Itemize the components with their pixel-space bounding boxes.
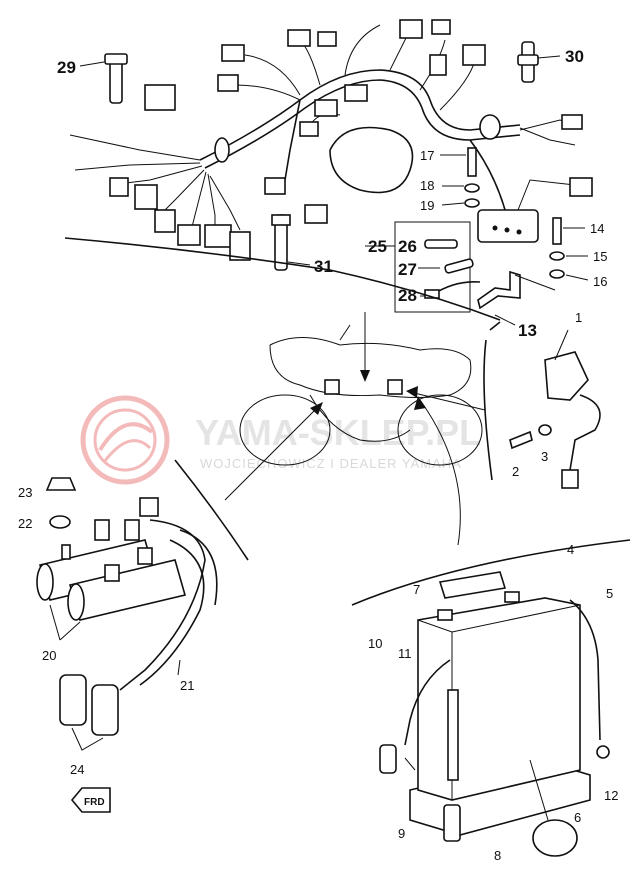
fuse-set	[365, 221, 556, 326]
watermark-logo	[80, 395, 170, 485]
divider-lines	[64, 237, 631, 606]
callout-6: 6	[574, 810, 581, 825]
callout-14: 14	[590, 221, 604, 236]
callout-23: 23	[18, 485, 32, 500]
callout-22: 22	[18, 516, 32, 531]
ignition-coils	[36, 477, 218, 751]
callout-19: 19	[420, 198, 434, 213]
callout-5: 5	[606, 586, 613, 601]
callout-1: 1	[575, 310, 582, 325]
callout-25: 25	[368, 237, 387, 256]
part-31-band	[271, 214, 311, 271]
callout-20: 20	[42, 648, 56, 663]
callout-9: 9	[398, 826, 405, 841]
pointer-lines	[224, 312, 486, 546]
callout-17: 17	[420, 148, 434, 163]
callout-15: 15	[593, 249, 607, 264]
callout-28: 28	[398, 286, 417, 305]
watermark-tagline: WOJCIECHOWICZ I DEALER YAMAHA	[200, 456, 462, 471]
callout-4: 4	[567, 542, 574, 557]
callout-21: 21	[180, 678, 194, 693]
part-29-clamp	[79, 53, 128, 104]
front-marker-label: FRD	[84, 797, 105, 808]
callout-16: 16	[593, 274, 607, 289]
watermark: YAMA-SKLEP.PL WOJCIECHOWICZ I DEALER YAM…	[80, 395, 481, 485]
callout-24: 24	[70, 762, 84, 777]
watermark-brand: YAMA-SKLEP.PL	[195, 412, 481, 453]
part-1-ignition-unit	[509, 329, 601, 489]
callout-18: 18	[420, 178, 434, 193]
callout-3: 3	[541, 449, 548, 464]
callout-8: 8	[494, 848, 501, 863]
callout-31: 31	[314, 257, 333, 276]
fuse-box	[440, 147, 589, 281]
part-30-clamp	[517, 41, 561, 83]
wire-harness	[69, 19, 593, 261]
callout-7: 7	[413, 582, 420, 597]
callout-labels: 1 2 3 4 5 6 7 8 9 10 11 12 13 14 15 16 1…	[18, 47, 618, 863]
callout-27: 27	[398, 260, 417, 279]
front-direction-marker: FRD	[70, 787, 111, 813]
battery-assembly	[379, 571, 610, 857]
callout-30: 30	[565, 47, 584, 66]
callout-26: 26	[398, 237, 417, 256]
callout-13: 13	[518, 321, 537, 340]
callout-11: 11	[398, 646, 412, 661]
callout-12: 12	[604, 788, 618, 803]
callout-2: 2	[512, 464, 519, 479]
motorcycle-outline	[239, 324, 483, 466]
callout-10: 10	[368, 636, 382, 651]
callout-29: 29	[57, 58, 76, 77]
